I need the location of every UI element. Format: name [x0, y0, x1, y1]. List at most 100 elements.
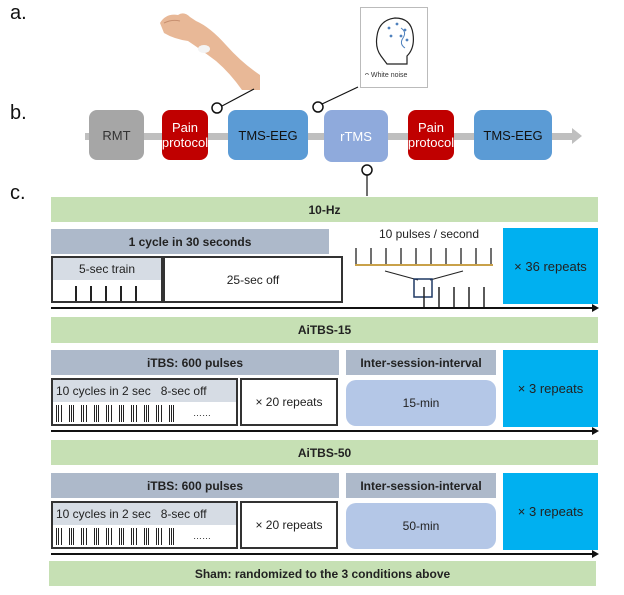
- burst-pulse: [73, 528, 75, 545]
- burst-pulse: [118, 405, 120, 422]
- burst-pulse: [106, 405, 107, 422]
- off-label-15: 8-sec off: [160, 384, 207, 398]
- burst-pulse: [81, 528, 82, 545]
- burst-pulse: [170, 528, 172, 545]
- step-tms-eeg-1: TMS-EEG: [228, 110, 308, 160]
- burst-pulse: [168, 405, 170, 422]
- inner-repeats-15: × 20 repeats: [240, 378, 338, 426]
- burst-pulse: [148, 405, 150, 422]
- burst-pulse: [56, 528, 57, 545]
- continuation-dots-15: ……: [193, 408, 211, 418]
- step-pain-protocol-1: Pain protocol: [162, 110, 208, 160]
- burst-pulse: [98, 528, 100, 545]
- step-tms-eeg-2: TMS-EEG: [474, 110, 552, 160]
- burst-pulse: [123, 528, 125, 545]
- burst-pulse: [170, 405, 172, 422]
- burst-pulse: [118, 528, 120, 545]
- cycle-labels-15: 10 cycles in 2 sec 8-sec off: [53, 380, 236, 402]
- burst-pulse: [68, 405, 70, 422]
- timeline-aitbs15: [51, 430, 594, 432]
- pain-marker: [211, 102, 223, 114]
- title-aitbs15: AiTBS-15: [51, 317, 598, 343]
- burst-pulse: [98, 405, 100, 422]
- arrowhead-aitbs50: [592, 550, 599, 558]
- rtms-marker: [361, 164, 373, 176]
- burst-pulse: [73, 405, 75, 422]
- train-label: 5-sec train: [53, 258, 161, 280]
- cycles-label-50: 10 cycles in 2 sec: [56, 507, 151, 521]
- burst-pulse: [131, 528, 132, 545]
- burst-pulse: [108, 528, 110, 545]
- burst-pulse: [68, 528, 70, 545]
- burst-pulse: [143, 405, 145, 422]
- repeats-aitbs50: × 3 repeats: [503, 473, 598, 550]
- pulse-zoom-diagram: [355, 248, 493, 309]
- interval-value-15: 15-min: [346, 380, 496, 426]
- step-rmt: RMT: [89, 110, 144, 160]
- burst-pulse: [60, 528, 62, 545]
- burst-pattern-50: [53, 525, 236, 547]
- burst-pulse: [173, 405, 175, 422]
- timeline-arrowhead: [572, 128, 582, 144]
- cycle-labels-50: 10 cycles in 2 sec 8-sec off: [53, 503, 236, 525]
- cycles-label-15: 10 cycles in 2 sec: [56, 384, 151, 398]
- burst-pulse: [160, 405, 162, 422]
- timeline-aitbs50: [51, 553, 594, 555]
- burst-pulse: [110, 528, 112, 545]
- itbs-header-15: iTBS: 600 pulses: [51, 350, 339, 375]
- burst-pulse: [120, 528, 122, 545]
- burst-pulse: [168, 528, 170, 545]
- itbs-cycle-box-15: 10 cycles in 2 sec 8-sec off ……: [51, 378, 238, 426]
- burst-pulse: [160, 528, 162, 545]
- sham-bar: Sham: randomized to the 3 conditions abo…: [49, 561, 596, 586]
- burst-pulse: [148, 528, 150, 545]
- burst-pulse: [56, 405, 57, 422]
- burst-pulse: [106, 528, 107, 545]
- burst-pulse: [133, 405, 135, 422]
- burst-pulse: [93, 528, 95, 545]
- off-box: 25-sec off: [163, 256, 343, 303]
- burst-pulse: [70, 528, 72, 545]
- eeg-cap-image: ᴖ White noise: [360, 7, 428, 88]
- burst-pulse: [83, 405, 85, 422]
- head-eeg-icon: [375, 17, 414, 65]
- train-box: 5-sec train: [51, 256, 163, 303]
- burst-pulse: [58, 528, 60, 545]
- continuation-dots-50: ……: [193, 531, 211, 541]
- burst-pulse: [156, 528, 157, 545]
- repeats-aitbs15: × 3 repeats: [503, 350, 598, 427]
- title-aitbs50: AiTBS-50: [51, 440, 598, 465]
- burst-pulse: [135, 405, 137, 422]
- ear-icon: ᴖ: [365, 72, 369, 79]
- arrowhead-aitbs15: [592, 427, 599, 435]
- step-rtms: rTMS: [324, 110, 388, 162]
- white-noise-caption: White noise: [370, 72, 408, 79]
- panel-label-c: c.: [10, 182, 26, 204]
- cycle-header: 1 cycle in 30 seconds: [51, 229, 329, 254]
- burst-pulse: [158, 405, 160, 422]
- step-pain-protocol-2: Pain protocol: [408, 110, 454, 160]
- panel-label-a: a.: [10, 2, 27, 24]
- burst-pulse: [133, 528, 135, 545]
- burst-pulse: [85, 405, 87, 422]
- title-10hz: 10-Hz: [51, 197, 598, 222]
- burst-pulse: [120, 405, 122, 422]
- timeline-10hz: [51, 307, 594, 309]
- interval-value-50: 50-min: [346, 503, 496, 549]
- burst-pulse: [58, 405, 60, 422]
- burst-pulse: [145, 528, 147, 545]
- burst-pulse: [83, 528, 85, 545]
- burst-pulse: [131, 405, 132, 422]
- off-label-50: 8-sec off: [160, 507, 207, 521]
- arrowhead-10hz: [592, 304, 599, 312]
- burst-pulse: [70, 405, 72, 422]
- burst-pulse: [93, 405, 95, 422]
- arm-photo: [150, 5, 260, 90]
- itbs-cycle-box-50: 10 cycles in 2 sec 8-sec off ……: [51, 501, 238, 549]
- burst-pulse: [95, 528, 97, 545]
- burst-pulse: [85, 528, 87, 545]
- burst-pulse: [143, 528, 145, 545]
- burst-pulse: [108, 405, 110, 422]
- burst-pulse: [81, 405, 82, 422]
- burst-pulse: [123, 405, 125, 422]
